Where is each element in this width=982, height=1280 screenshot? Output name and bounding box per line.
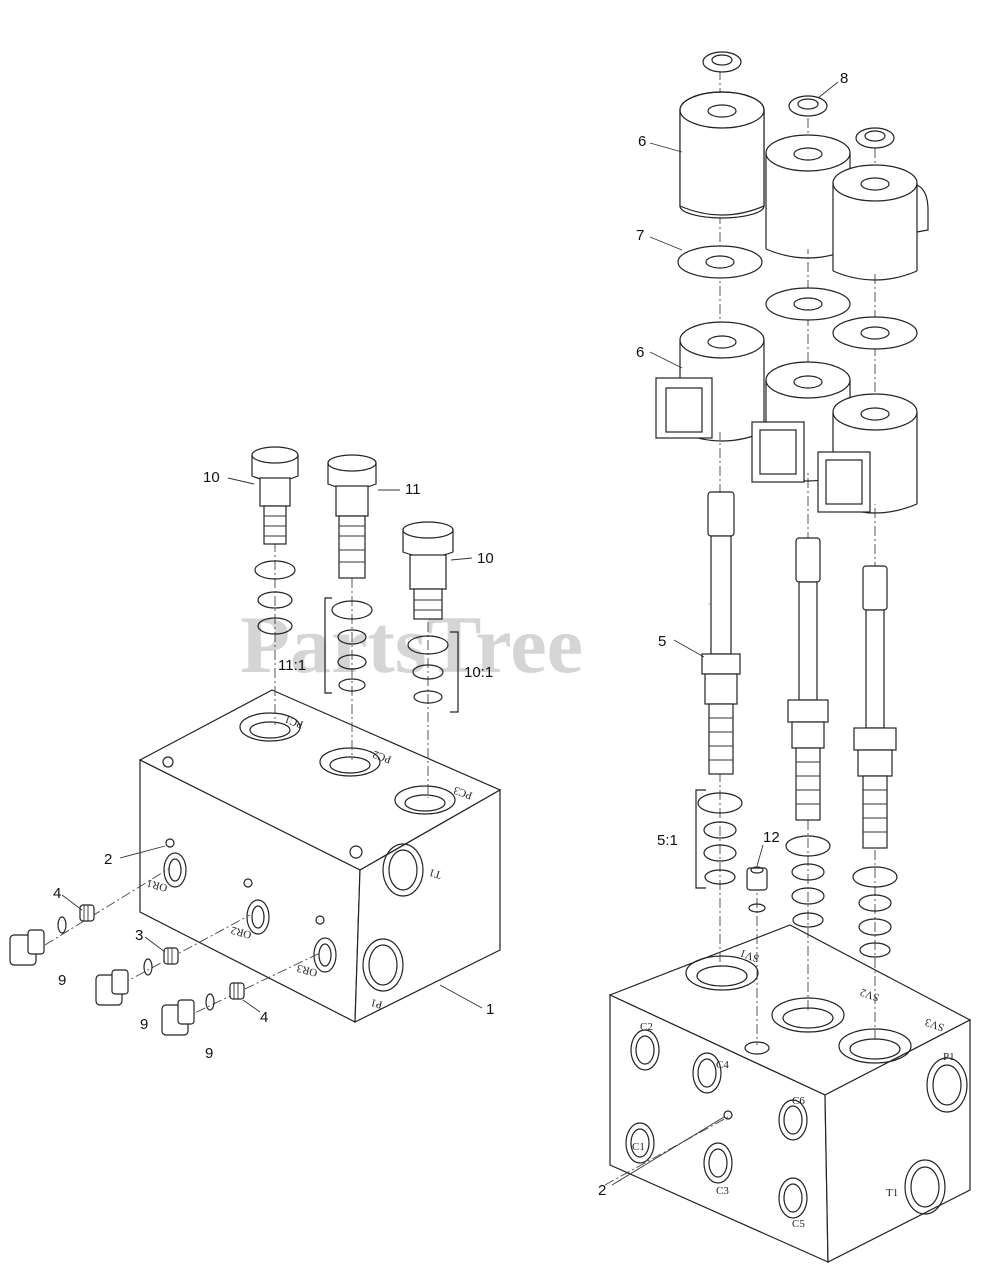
- solenoid-valve-5-b: [787, 537, 829, 821]
- port-label-c4: C4: [716, 1059, 729, 1071]
- port-label-c6: C6: [792, 1095, 805, 1107]
- orifice-4-b: [229, 982, 245, 1000]
- callout-11: 11: [405, 481, 421, 498]
- port-label-c1: C1: [632, 1141, 645, 1153]
- solenoid-coil-6-lower-c: [817, 393, 918, 514]
- washer-7-b: [765, 287, 851, 321]
- cartridge-valve-10-left: [251, 446, 299, 545]
- orifice-4-a: [79, 904, 95, 922]
- callout-10-right: 10: [477, 550, 494, 567]
- callout-4-b: 4: [260, 1009, 268, 1026]
- callout-8: 8: [840, 70, 848, 87]
- callout-12: 12: [763, 829, 780, 846]
- cartridge-valve-10-right: [402, 521, 454, 620]
- port-label-t1-right: T1: [886, 1187, 898, 1199]
- port-label-t1-left: T1: [428, 866, 443, 881]
- washer-7-a: [677, 245, 763, 279]
- callout-6-lower: 6: [636, 344, 644, 361]
- callout-4-a: 4: [53, 885, 61, 902]
- port-label-or2: OR2: [230, 924, 253, 941]
- plug-12: [746, 866, 768, 913]
- callout-9-c: 9: [205, 1045, 213, 1062]
- right-manifold-block: [608, 924, 972, 1263]
- port-label-or3: OR3: [295, 962, 319, 979]
- plug-9-b: [95, 969, 129, 1006]
- callout-9-a: 9: [58, 972, 66, 989]
- port-label-c3: C3: [716, 1185, 729, 1197]
- callout-2-left: 2: [104, 851, 112, 868]
- watermark-text: PartsTree: [240, 599, 583, 690]
- solenoid-coil-6-upper-c: [832, 164, 929, 281]
- solenoid-coil-6-upper-a: [679, 91, 765, 219]
- port-label-p1-right: P1: [943, 1051, 955, 1063]
- solenoid-valve-5-a: [701, 491, 741, 775]
- callout-5: 5: [658, 633, 666, 650]
- callout-6-upper: 6: [638, 133, 646, 150]
- nut-8-c: [855, 127, 895, 149]
- seal-kit-right: [697, 792, 898, 958]
- left-manifold-block: [138, 689, 502, 1023]
- callout-10-left: 10: [203, 469, 220, 486]
- port-label-c2: C2: [640, 1021, 653, 1033]
- port-label-or1: OR1: [146, 877, 169, 894]
- callout-7: 7: [636, 227, 644, 244]
- callout-3: 3: [135, 927, 143, 944]
- washer-7-c: [832, 316, 918, 350]
- nut-8-b: [788, 95, 828, 117]
- cartridge-valve-11: [327, 454, 377, 579]
- orifice-3: [163, 947, 179, 965]
- solenoid-valve-5-c: [853, 565, 897, 849]
- callout-5-1: 5:1: [657, 832, 678, 849]
- callout-2-right: 2: [598, 1182, 606, 1199]
- port-label-p1-left: P1: [369, 996, 383, 1011]
- solenoid-coil-6-lower-a: [655, 321, 765, 442]
- callout-10-1: 10:1: [464, 664, 493, 681]
- nut-8-a: [702, 51, 742, 73]
- plug-9-a: [9, 929, 45, 966]
- callout-1: 1: [486, 1001, 494, 1018]
- port-label-c5: C5: [792, 1218, 805, 1230]
- callout-11-1: 11:1: [278, 657, 306, 674]
- callout-9-b: 9: [140, 1016, 148, 1033]
- seal-kit-left: [254, 560, 449, 704]
- plug-9-c: [161, 999, 195, 1036]
